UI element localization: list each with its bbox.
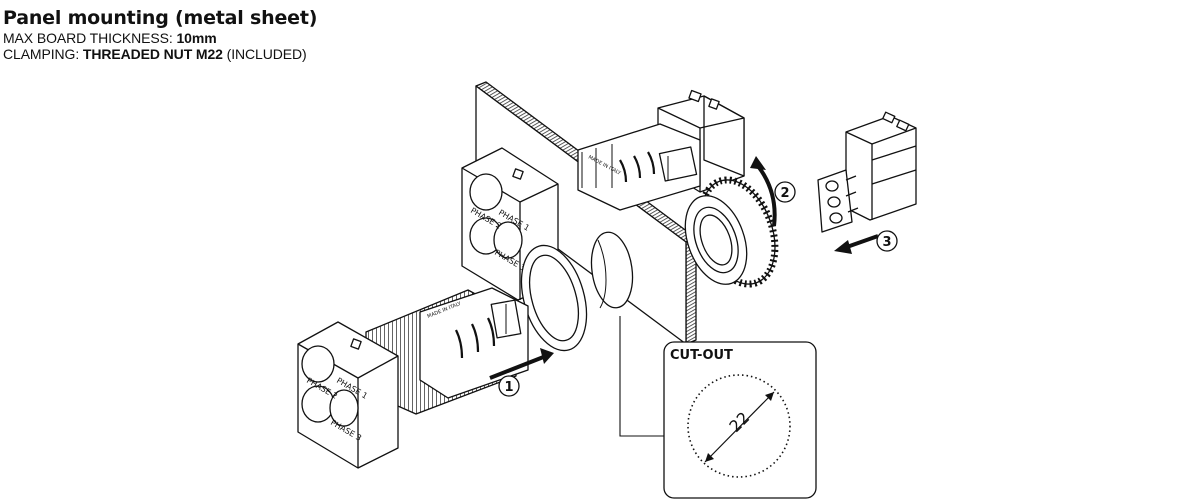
spec-clamping: CLAMPING: THREADED NUT M22 (INCLUDED) <box>3 46 317 62</box>
step-3-arrowhead <box>834 240 852 254</box>
spec-clamping-value: THREADED NUT M22 <box>82 46 223 62</box>
step-3: 3 <box>834 230 898 254</box>
rear-switch-body: MADE IN ITALY <box>577 89 745 211</box>
step-1-arrowhead <box>540 348 554 364</box>
spec-board-thickness-value: 10mm <box>176 30 217 46</box>
cutout-box <box>663 341 817 499</box>
cutout-circle <box>687 374 791 478</box>
step-3-number: 3 <box>882 235 891 250</box>
spec-board-thickness-label: MAX BOARD THICKNESS: <box>3 30 177 46</box>
gasket-ring <box>520 244 588 352</box>
step-2: 2 <box>750 156 796 227</box>
terminal-hole-2 <box>827 196 841 208</box>
cutout-callout: CUT-OUT 22 <box>619 316 817 499</box>
upper-lenses <box>469 173 523 259</box>
page-title: Panel mounting (metal sheet) <box>3 7 318 29</box>
spec-clamping-suffix: (INCLUDED) <box>222 46 307 62</box>
step-2-arrow <box>756 164 777 227</box>
step-3-badge <box>876 230 898 252</box>
cutout-label: CUT-OUT <box>670 348 733 363</box>
step-1-badge <box>498 375 520 397</box>
terminal-hole-3 <box>829 212 843 224</box>
spec-board-thickness: MAX BOARD THICKNESS: 10mm <box>3 30 317 46</box>
header: Panel mounting (metal sheet) MAX BOARD T… <box>3 7 318 63</box>
step-2-arrowhead <box>750 156 766 170</box>
terminal-hole-1 <box>825 180 839 192</box>
cutout-diameter-line <box>704 391 775 463</box>
step-1-number: 1 <box>504 380 513 395</box>
threaded-nut <box>684 176 779 288</box>
step-2-number: 2 <box>780 186 789 201</box>
front-switch-lower: MADE IN ITALY PHASE 1 PHASE 2 PHASE 3 <box>297 287 529 469</box>
step-2-badge <box>774 181 796 203</box>
step-1: 1 <box>489 348 554 397</box>
cutout-arrow-bottom <box>705 453 714 462</box>
spec-clamping-label: CLAMPING: <box>3 46 83 62</box>
lower-lenses <box>301 345 359 427</box>
step-1-arrow <box>489 354 547 380</box>
cutout-arrow-top <box>765 392 774 401</box>
terminal-block <box>817 111 917 233</box>
cutout-leader-line <box>619 316 664 437</box>
